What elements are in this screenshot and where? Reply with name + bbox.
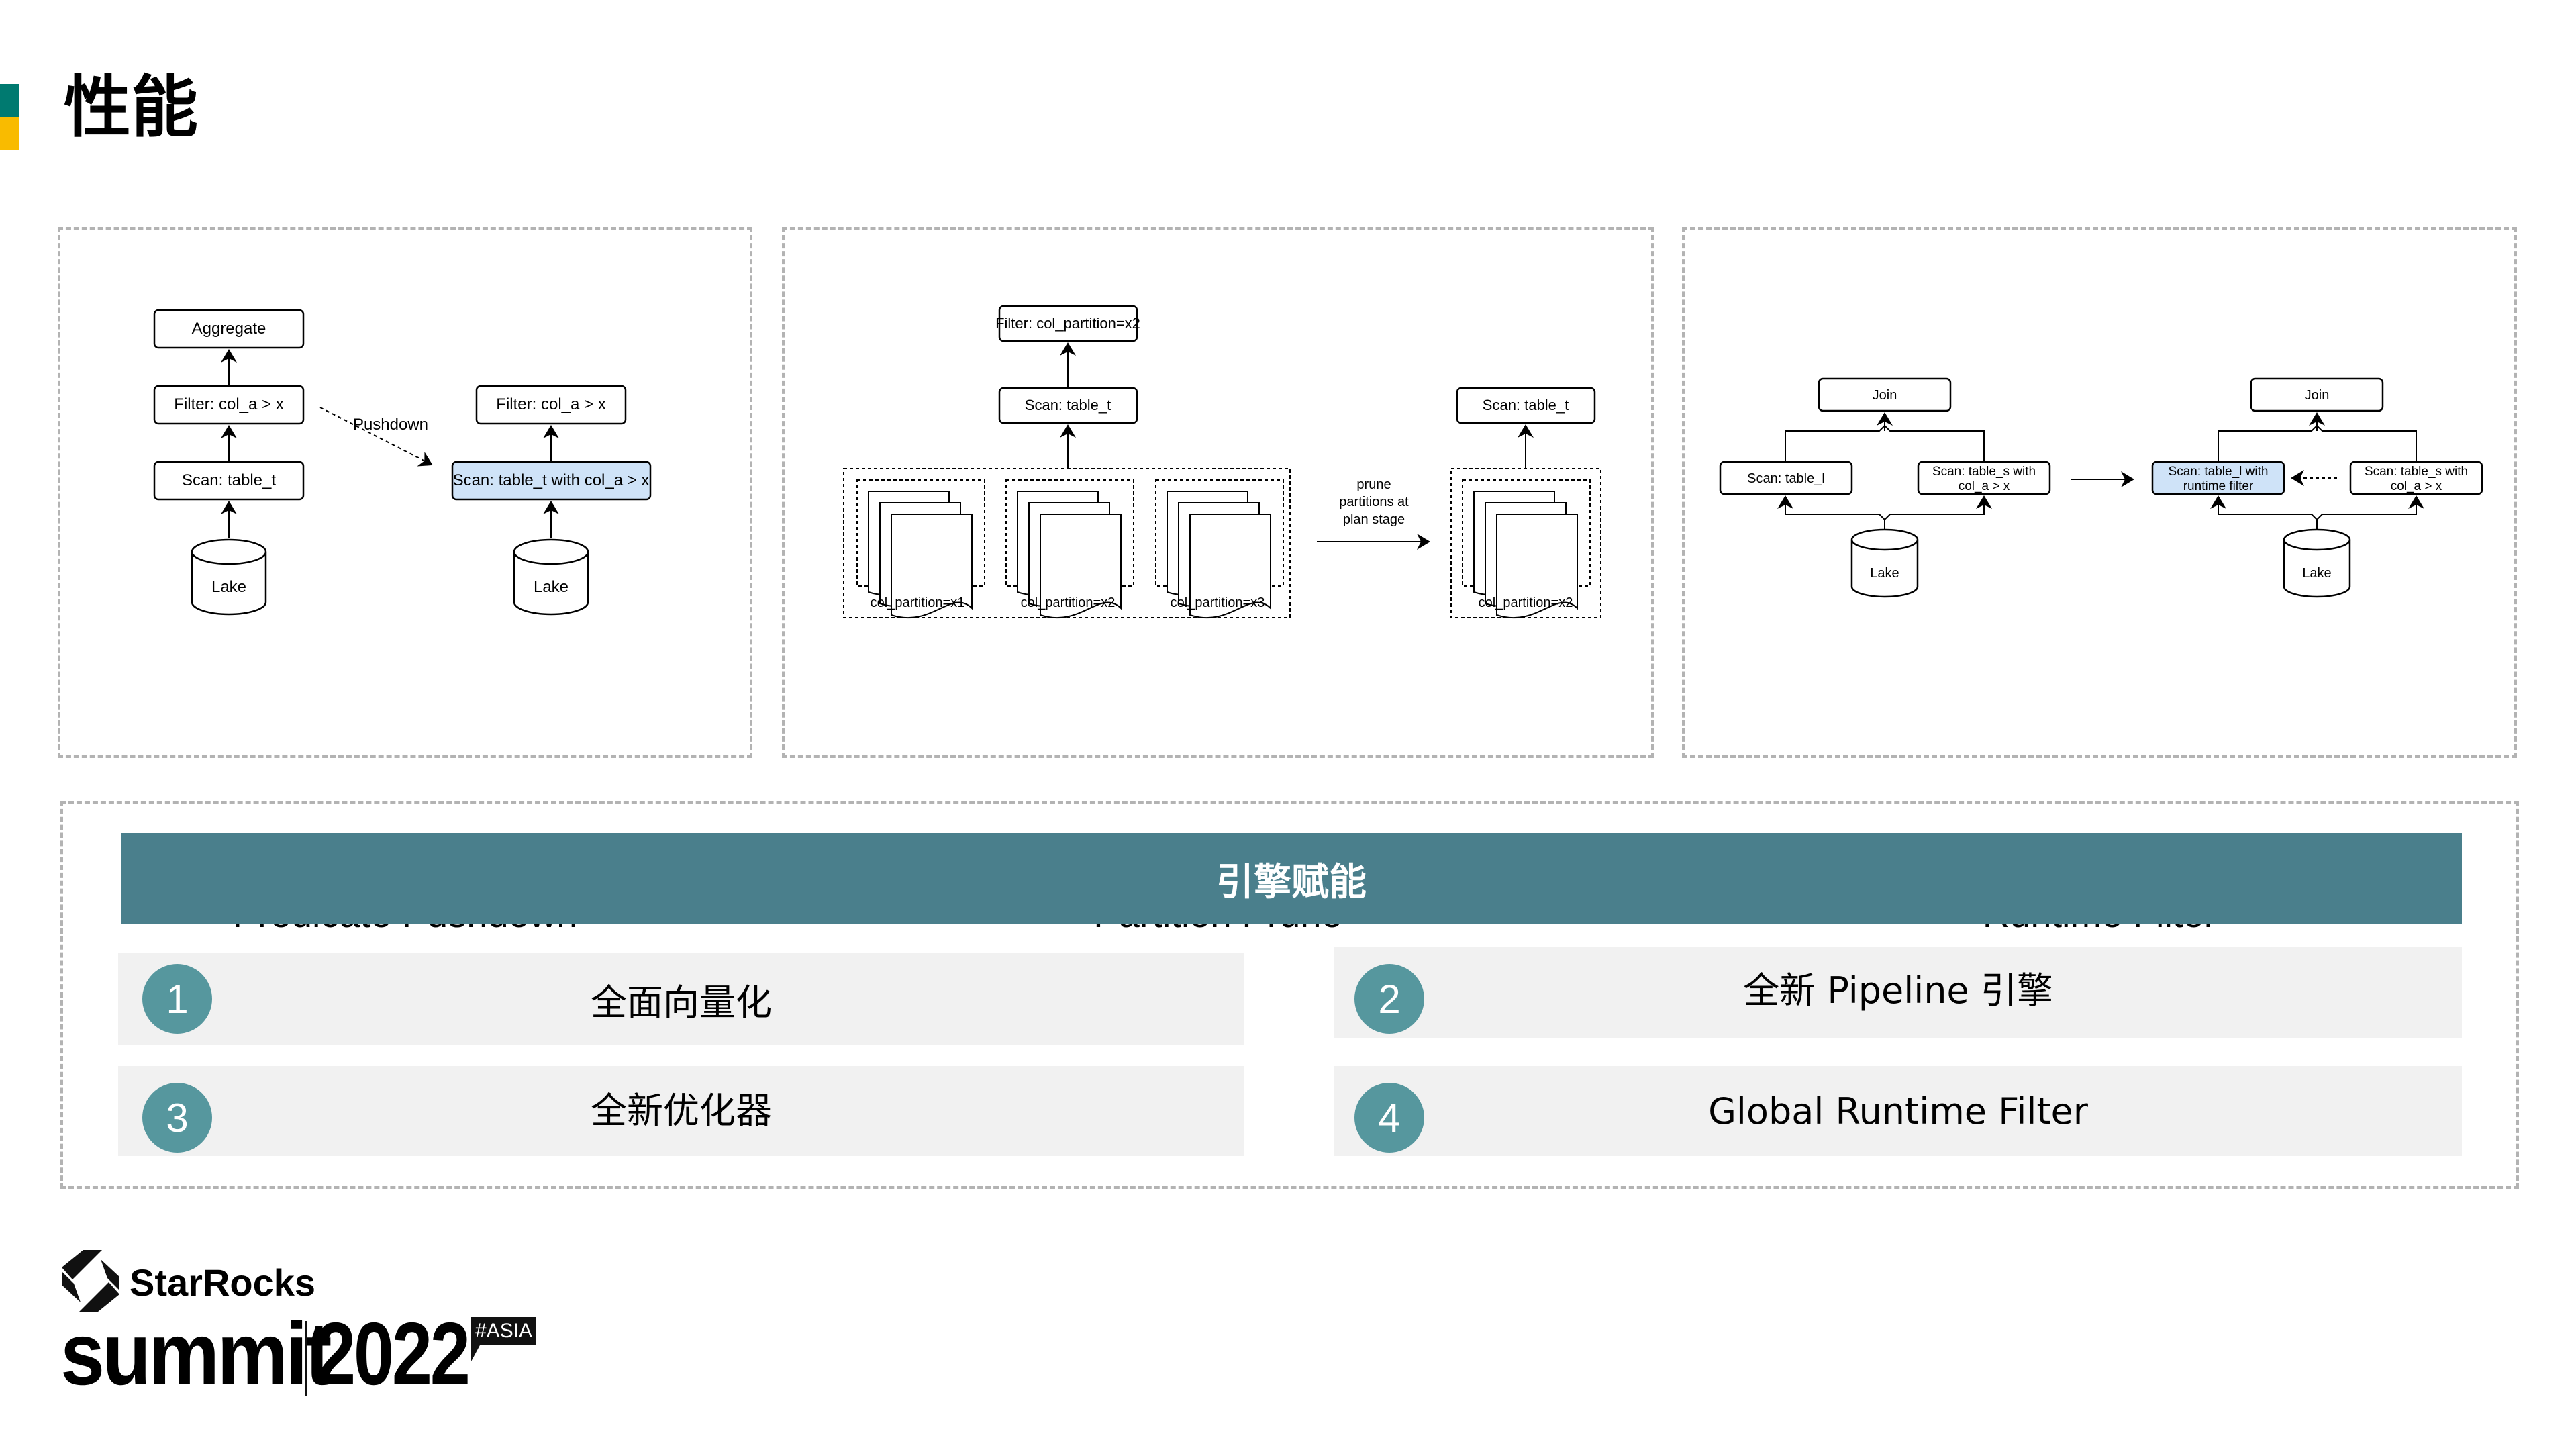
node-aggregate-label: Aggregate — [192, 320, 266, 338]
engine-item: 3 全新优化器 — [118, 1066, 1244, 1156]
panel-runtime-filter: Join Scan: table_l Scan: table_s with co… — [1682, 227, 2517, 935]
starrocks-logo-icon — [62, 1250, 119, 1312]
node-join-left-label: Join — [1873, 388, 1897, 403]
node-scan-l-left — [1719, 461, 1853, 495]
pushdown-arrow — [319, 407, 433, 467]
accent-bar-yellow — [0, 117, 19, 150]
item-number-badge: 4 — [1354, 1083, 1424, 1153]
partitions-group — [843, 468, 1291, 618]
node-scan-s-right — [2349, 461, 2483, 495]
lake-cylinder-right — [2283, 528, 2351, 598]
pruned-partition-group — [1450, 468, 1601, 618]
event-tag: #ASIA — [471, 1317, 537, 1345]
logo-divider — [305, 1321, 307, 1396]
engine-item: 4 Global Runtime Filter — [1334, 1066, 2462, 1156]
prune-label-line2: partitions at — [1339, 495, 1409, 510]
node-filter-right — [475, 385, 627, 425]
item-label: 全新 Pipeline 引擎 — [1743, 969, 2053, 1012]
edge-scans-join-left — [1785, 424, 1985, 462]
starrocks-summit-logo: StarRocks summit 2022 #ASIA — [60, 1249, 544, 1403]
item-number-badge: 1 — [142, 964, 212, 1034]
brand-name: StarRocks — [130, 1261, 316, 1304]
lake-cylinder-left — [1850, 528, 1919, 598]
node-join-right-label: Join — [2305, 388, 2330, 403]
node-scan-left-label: Scan: table_t — [1025, 397, 1111, 414]
item-number-badge: 3 — [142, 1083, 212, 1153]
item-label: 全面向量化 — [591, 981, 772, 1024]
accent-bar-teal — [0, 84, 19, 117]
lake-label-left: Lake — [211, 578, 246, 596]
node-filter-partition-label: Filter: col_partition=x2 — [995, 315, 1140, 332]
node-scan-right — [1456, 387, 1596, 424]
node-scan-s-left-line2: col_a > x — [1959, 479, 2010, 493]
item-label: Global Runtime Filter — [1708, 1090, 2088, 1132]
partition-label-pruned: col_partition=x2 — [1479, 595, 1573, 610]
node-filter-partition — [998, 305, 1138, 342]
lake-cylinder-right — [513, 538, 589, 616]
prune-label-line1: prune — [1356, 477, 1391, 492]
node-scan-right-label: Scan: table_t — [1483, 397, 1569, 414]
tag-pointer — [471, 1344, 481, 1361]
item-label: 全新优化器 — [591, 1089, 772, 1132]
runtime-filter-diagram: Join Scan: table_l Scan: table_s with co… — [1719, 377, 2483, 598]
engine-item: 2 全新 Pipeline 引擎 — [1334, 947, 2462, 1038]
node-filter — [153, 385, 305, 425]
node-aggregate — [153, 309, 305, 349]
lake-label-right: Lake — [2302, 566, 2331, 581]
node-scan-l-filtered-line1: Scan: table_l with — [2169, 465, 2269, 479]
lake-label-right: Lake — [534, 578, 568, 596]
node-join-left — [1818, 377, 1952, 412]
node-scan — [153, 461, 305, 501]
event-name: summit — [60, 1304, 332, 1403]
node-join-right — [2250, 377, 2384, 412]
node-scan-pushed-label: Scan: table_t with col_a > x — [453, 471, 650, 489]
partition-label-x3: col_partition=x3 — [1171, 595, 1265, 610]
node-filter-right-label: Filter: col_a > x — [496, 395, 605, 414]
engine-banner: 引擎赋能 — [121, 833, 2462, 924]
node-scan-l-filtered-line2: runtime filter — [2183, 479, 2254, 493]
node-filter-label: Filter: col_a > x — [174, 395, 283, 414]
node-scan-s-right-line1: Scan: table_s with — [2365, 465, 2468, 479]
partition-label-x2: col_partition=x2 — [1021, 595, 1116, 610]
item-number-badge: 2 — [1354, 964, 1424, 1034]
engine-section — [60, 801, 2519, 1189]
lake-cylinder-left — [191, 538, 267, 616]
prune-label-line3: plan stage — [1343, 512, 1405, 527]
node-scan-s-left — [1917, 461, 2051, 495]
panel-predicate-pushdown: Aggregate Filter: col_a > x Scan: table_… — [58, 227, 752, 935]
node-scan-s-right-line2: col_a > x — [2391, 479, 2442, 493]
partition-label-x1: col_partition=x1 — [871, 595, 965, 610]
predicate-pushdown-diagram: Aggregate Filter: col_a > x Scan: table_… — [153, 309, 652, 616]
lake-label-left: Lake — [1870, 566, 1899, 581]
engine-item: 1 全面向量化 — [118, 953, 1244, 1045]
node-scan-s-left-line1: Scan: table_s with — [1932, 465, 2036, 479]
page-title: 性能 — [64, 68, 198, 146]
edge-lake-scans-left — [1785, 497, 1985, 521]
node-scan-label: Scan: table_t — [182, 471, 276, 489]
partition-prune-diagram: Filter: col_partition=x2 Scan: table_t c… — [843, 305, 1601, 619]
event-year: 2022 — [315, 1304, 470, 1403]
edge-lake-scans-right — [2218, 497, 2417, 521]
node-scan-left — [998, 387, 1138, 424]
node-scan-pushed — [451, 461, 652, 501]
edge-scans-join-right — [2218, 424, 2417, 462]
pushdown-label: Pushdown — [353, 416, 428, 434]
panel-partition-prune: Filter: col_partition=x2 Scan: table_t c… — [782, 227, 1654, 935]
node-scan-l-filtered — [2151, 461, 2285, 495]
node-scan-l-left-label: Scan: table_l — [1747, 471, 1825, 486]
